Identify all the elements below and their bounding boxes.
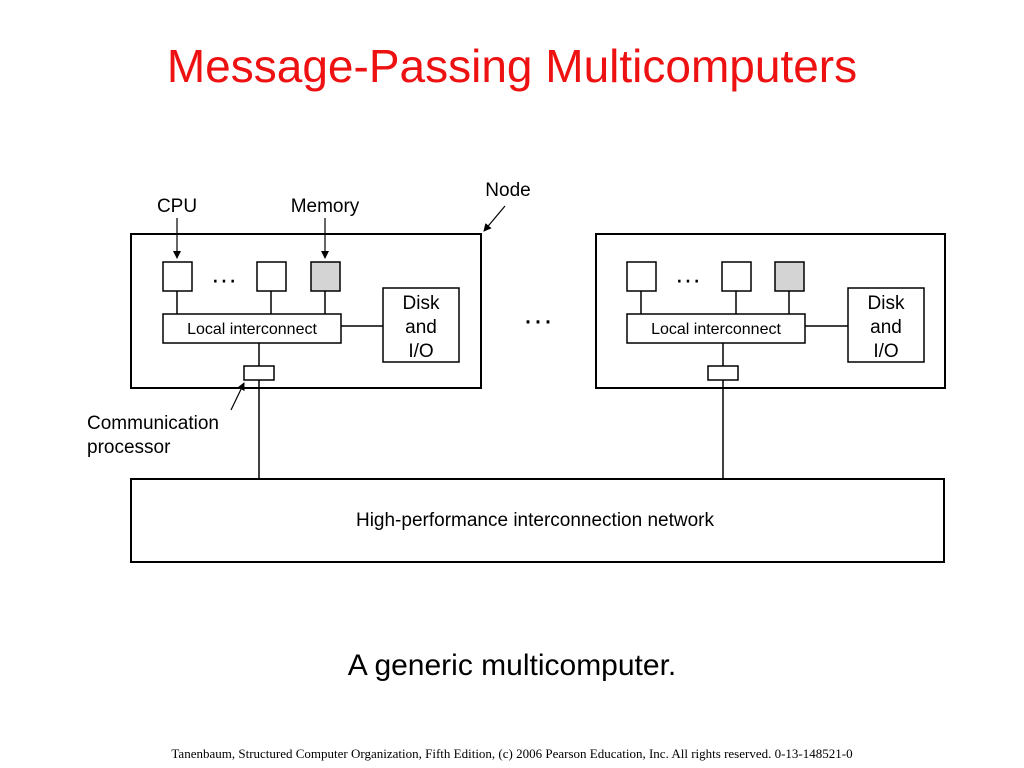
- node-right-cpu-ellipsis: ···: [675, 264, 701, 294]
- node-left-local-interconnect: [162, 313, 342, 344]
- slide-title: Message-Passing Multicomputers: [166, 40, 858, 92]
- node-right-local-interconnect: [626, 313, 806, 344]
- node-left-and-label: and: [405, 317, 437, 338]
- node-right-box: [595, 233, 946, 389]
- node-left-io-label: I/O: [408, 341, 433, 362]
- communication-processor-label-line2: processor: [87, 437, 171, 458]
- node-right-memory: [774, 261, 805, 292]
- interconnection-network-box: [130, 478, 945, 563]
- interconnection-network-label: High-performance interconnection network: [356, 510, 715, 531]
- node-right-disk-label: Disk: [868, 293, 905, 314]
- node-left-disk-label: Disk: [403, 293, 440, 314]
- node-left-communication-processor: [243, 365, 275, 381]
- node-left-cpu-2: [256, 261, 287, 292]
- cpu-label: CPU: [157, 196, 197, 217]
- node-label: Node: [485, 180, 530, 201]
- node-left-memory: [310, 261, 341, 292]
- memory-label: Memory: [291, 196, 360, 217]
- node-right-cpu-1: [626, 261, 657, 292]
- communication-processor-arrow: [230, 382, 245, 411]
- node-right-communication-processor: [707, 365, 739, 381]
- nodes-ellipsis: ···: [523, 304, 553, 337]
- node-left: ··· Local interconnect Disk and I/O: [130, 233, 482, 479]
- node-right: ··· Local interconnect Disk and I/O: [595, 233, 946, 479]
- node-left-cpu-ellipsis: ···: [211, 264, 237, 294]
- node-right-io-label: I/O: [873, 341, 898, 362]
- node-right-and-label: and: [870, 317, 902, 338]
- node-left-cpu-1: [162, 261, 193, 292]
- node-right-cpu-2: [721, 261, 752, 292]
- node-right-disk-io: [847, 287, 925, 363]
- node-arrow: [483, 205, 506, 232]
- communication-processor-label-line1: Communication: [87, 413, 219, 434]
- node-left-box: [130, 233, 482, 389]
- node-left-disk-io: [382, 287, 460, 363]
- node-left-local-interconnect-label: Local interconnect: [187, 321, 317, 338]
- figure-caption: A generic multicomputer.: [347, 649, 677, 682]
- copyright-footer: Tanenbaum, Structured Computer Organizat…: [171, 746, 853, 761]
- node-right-local-interconnect-label: Local interconnect: [651, 321, 781, 338]
